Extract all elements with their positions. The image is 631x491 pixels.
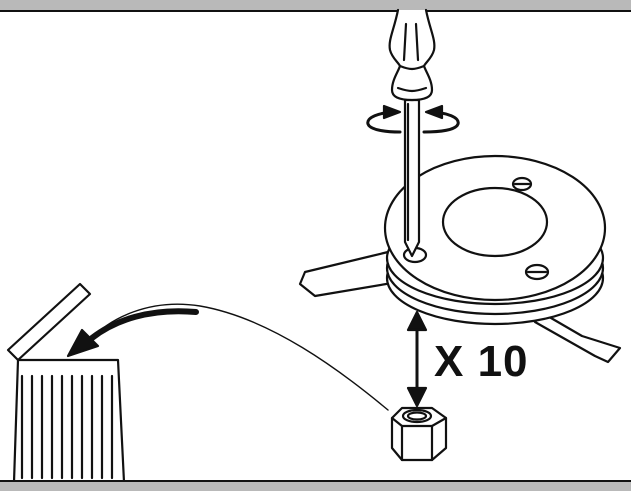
hex-nut-icon (390, 406, 448, 462)
bolt-head (524, 263, 550, 281)
disc-recess (441, 186, 549, 258)
bottom-frame-bar (0, 480, 631, 491)
screwdriver-icon (388, 8, 436, 258)
trimmer-head (298, 154, 622, 364)
removal-arrow (406, 310, 428, 408)
repeat-count-label: X 10 (434, 337, 529, 386)
bolt-head (511, 176, 533, 192)
discard-arrow (66, 303, 389, 411)
top-frame-bar (0, 0, 631, 12)
trash-bin-icon (6, 282, 126, 484)
rotate-arrow-icon (366, 104, 460, 134)
blade-left (298, 250, 400, 298)
